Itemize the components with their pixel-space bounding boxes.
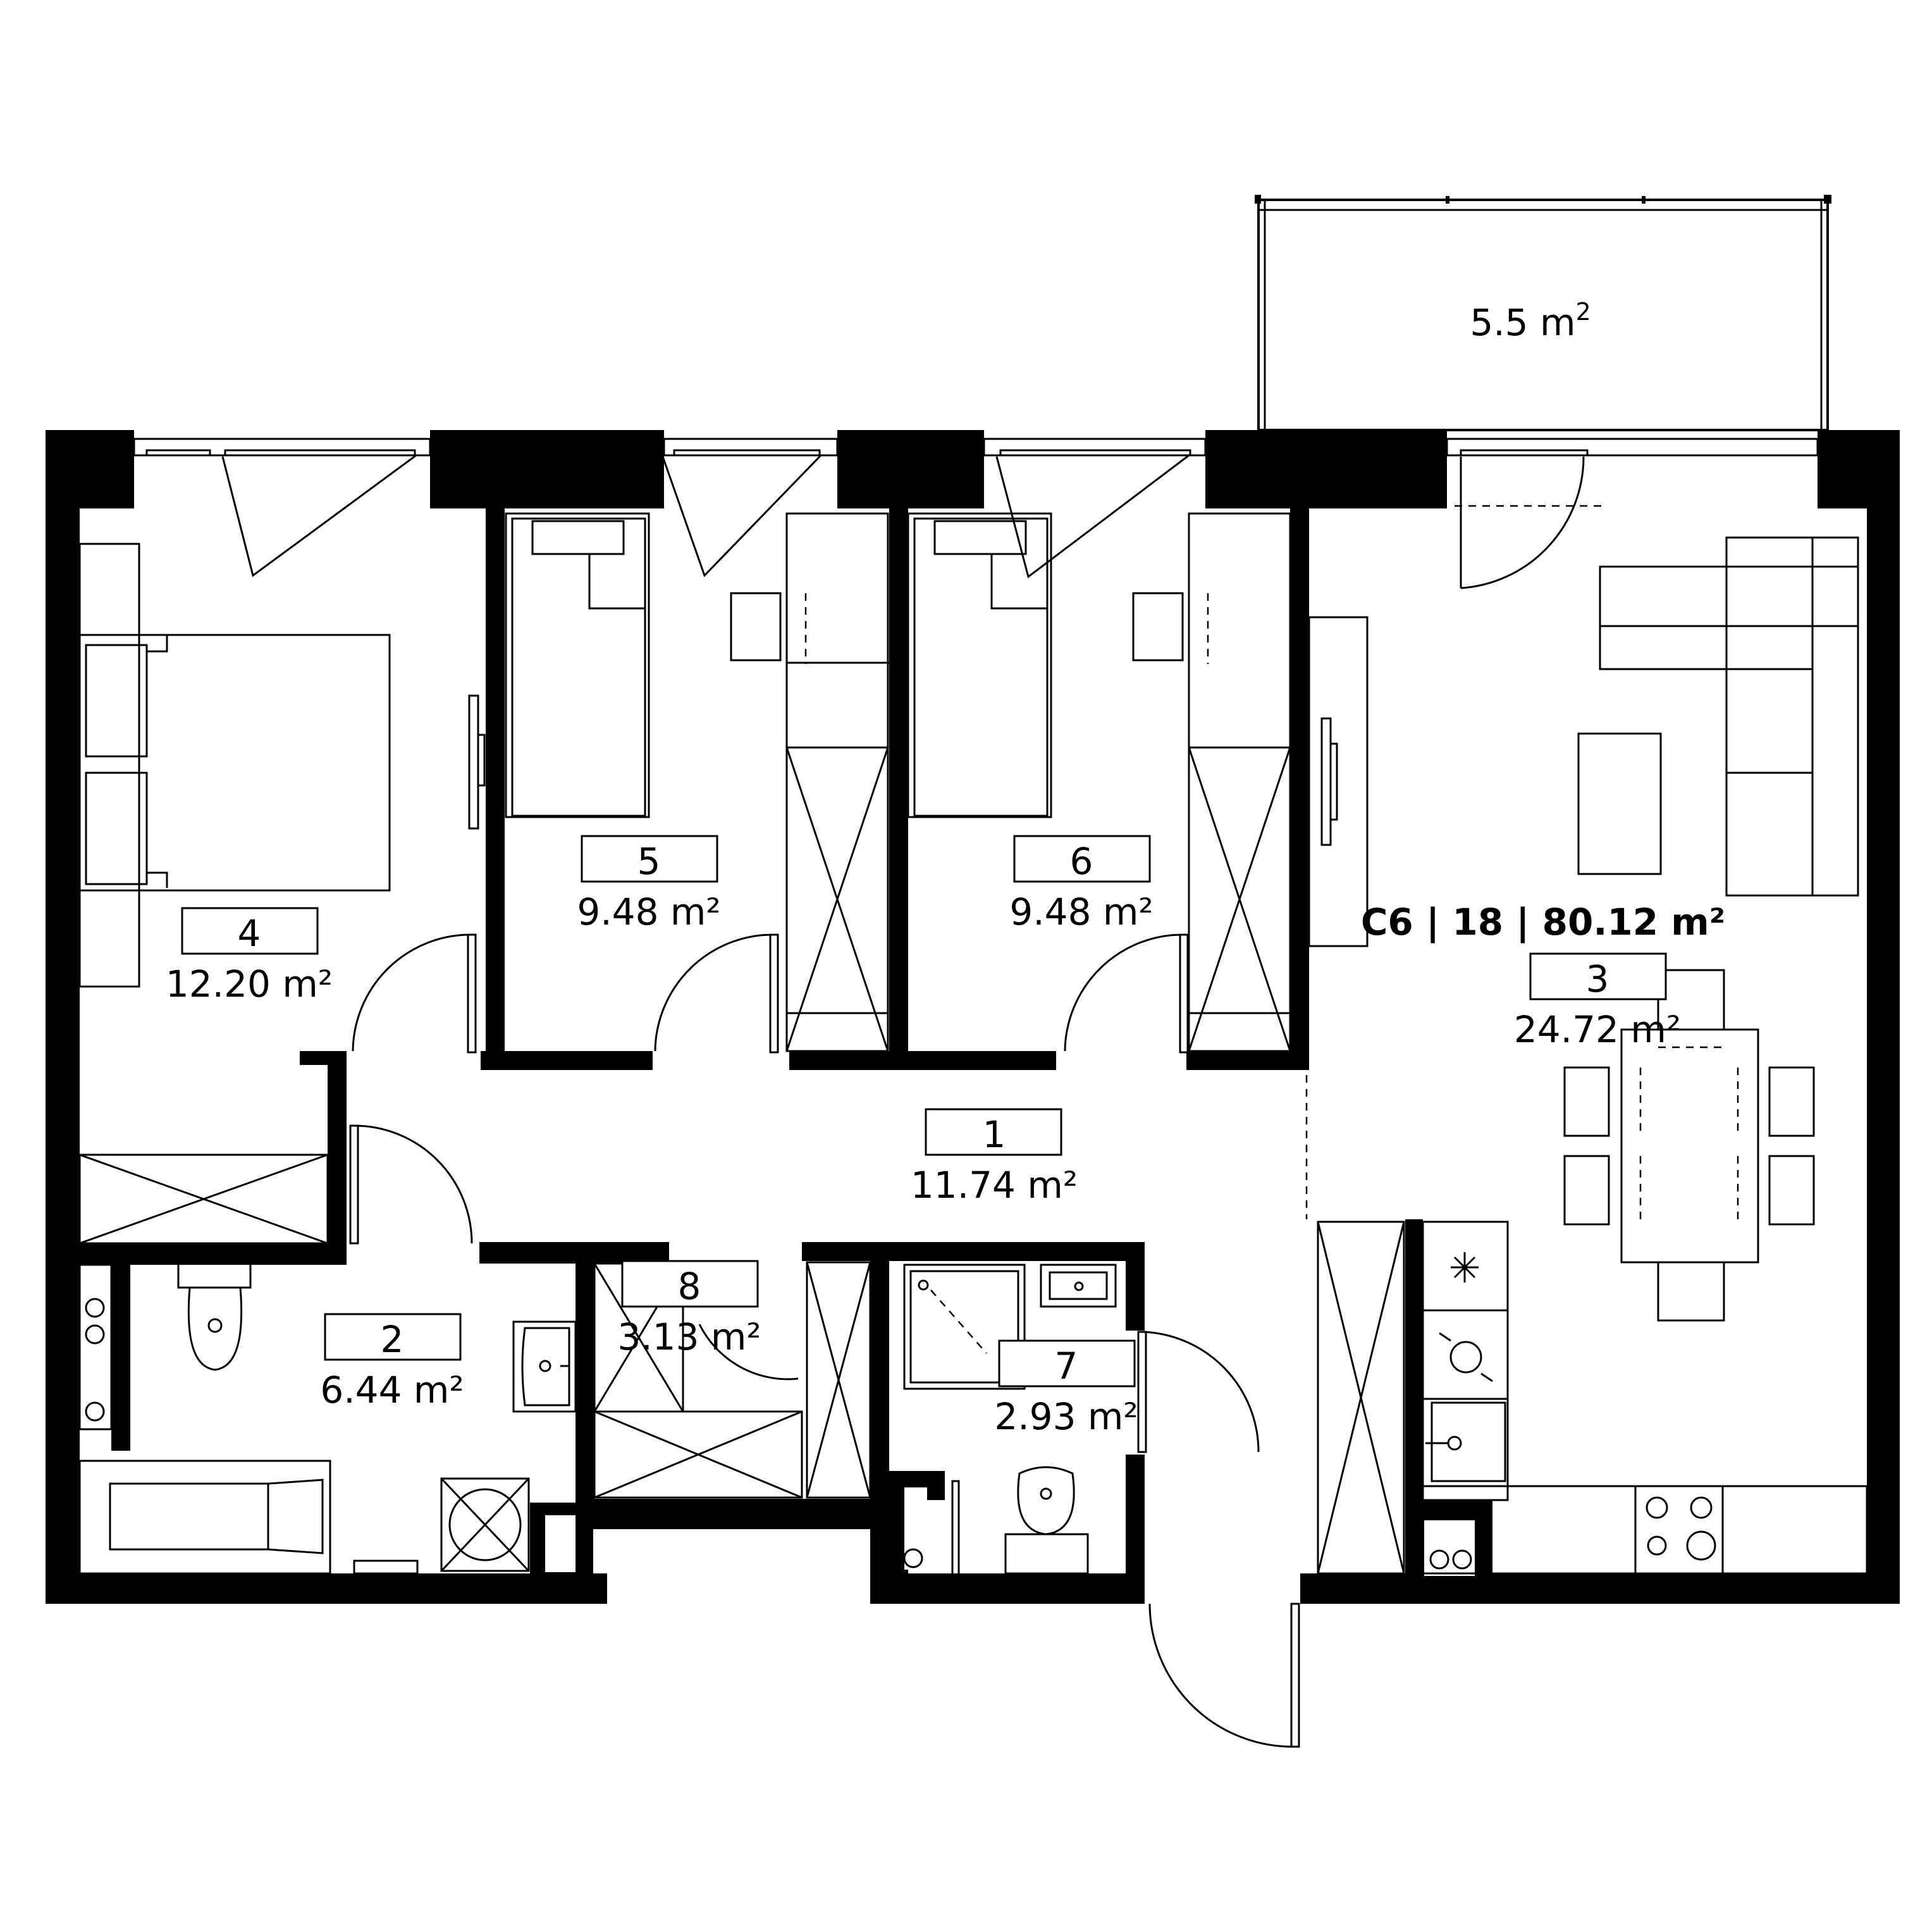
room-labels: 1 11.74 m² 2 6.44 m² 3 24.72 m² 4 12.20 … (166, 835, 1725, 1438)
room-5-number: 5 (637, 840, 661, 883)
balcony-area: 5.5 m2 (1470, 298, 1591, 344)
room-8-number: 8 (678, 1265, 701, 1308)
windows (133, 438, 1819, 457)
room-6-area: 9.48 m² (1009, 890, 1153, 933)
room-7-area: 2.93 m² (994, 1395, 1138, 1438)
room-2-number: 2 (381, 1318, 404, 1361)
doors (221, 454, 1604, 1748)
exterior-walls (46, 430, 1900, 1604)
room-7-number: 7 (1055, 1344, 1078, 1387)
unit-title: C6 | 18 | 80.12 m² (1361, 901, 1725, 944)
room-8-area: 3.13 m² (617, 1315, 761, 1358)
room-4-area: 12.20 m² (166, 963, 333, 1006)
room-2-area: 6.44 m² (320, 1369, 464, 1412)
room-5-area: 9.48 m² (577, 890, 720, 933)
room-1-area: 11.74 m² (911, 1164, 1078, 1207)
room-1-number: 1 (983, 1113, 1006, 1156)
room-3-number: 3 (1586, 957, 1609, 1000)
room-4-number: 4 (238, 912, 261, 955)
room-3-area: 24.72 m² (1514, 1008, 1681, 1051)
balcony: 5.5 m2 (1255, 195, 1831, 431)
furniture (78, 512, 1868, 1577)
room-6-number: 6 (1070, 840, 1093, 883)
